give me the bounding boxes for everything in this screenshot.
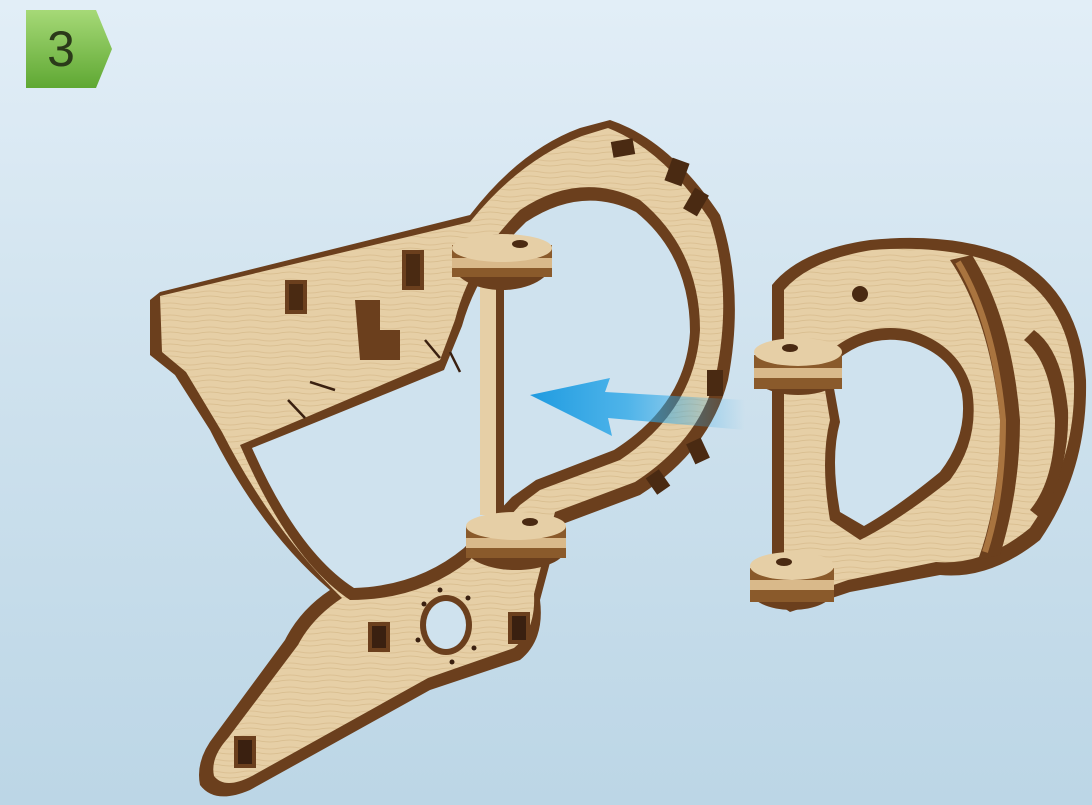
spacer-peg-top <box>452 234 552 290</box>
bracket-peg-bottom <box>750 552 834 610</box>
bracket-peg-top <box>754 338 842 395</box>
frame-plate-icon <box>150 120 735 796</box>
spacer-peg-bottom <box>466 512 566 570</box>
